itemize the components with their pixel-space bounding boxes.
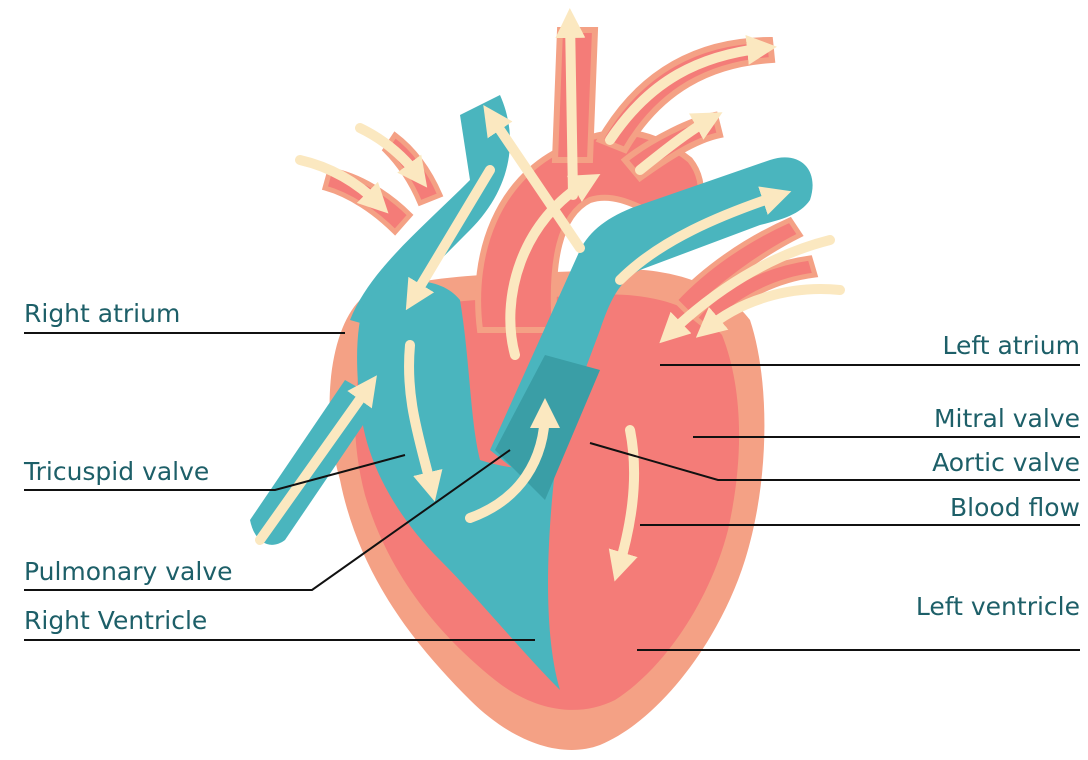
label-right-ventricle: Right Ventricle [24, 607, 207, 635]
label-blood-flow: Blood flow [950, 494, 1080, 522]
label-tricuspid-valve: Tricuspid valve [24, 458, 209, 486]
label-aortic-valve: Aortic valve [932, 449, 1080, 477]
label-right-atrium: Right atrium [24, 300, 180, 328]
label-mitral-valve: Mitral valve [934, 405, 1080, 433]
label-left-ventricle: Left ventricle [916, 593, 1080, 621]
label-left-atrium: Left atrium [942, 332, 1080, 360]
label-pulmonary-valve: Pulmonary valve [24, 558, 233, 586]
flow-arrow [570, 20, 573, 195]
